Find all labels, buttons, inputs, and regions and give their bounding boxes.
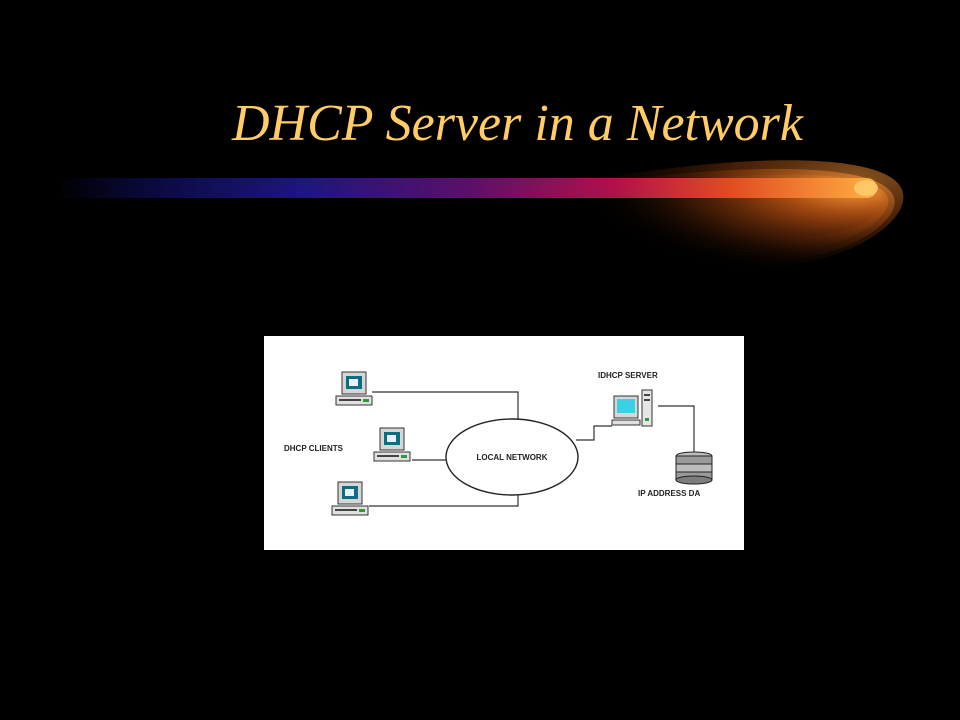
desktop-computer-icon <box>331 481 369 516</box>
slide-title: DHCP Server in a Network <box>232 95 803 152</box>
local-network-label: LOCAL NETWORK <box>477 453 548 462</box>
connection-lines <box>369 391 695 507</box>
network-diagram: LOCAL NETWORK DHCP <box>264 336 744 550</box>
local-network: LOCAL NETWORK <box>445 418 579 496</box>
database-stack-icon <box>675 451 713 485</box>
link-server-database <box>658 405 695 452</box>
tower-server-icon <box>611 389 653 427</box>
desktop-computer-icon <box>373 427 411 462</box>
desktop-computer-icon <box>335 371 373 406</box>
link-network-server <box>576 425 612 441</box>
link-client-1 <box>372 391 519 420</box>
dhcp-clients-label: DHCP CLIENTS <box>284 444 344 453</box>
ip-address-database-label: IP ADDRESS DA <box>638 489 700 498</box>
dhcp-server-label: IDHCP SERVER <box>598 371 658 380</box>
link-client-3 <box>369 492 519 507</box>
